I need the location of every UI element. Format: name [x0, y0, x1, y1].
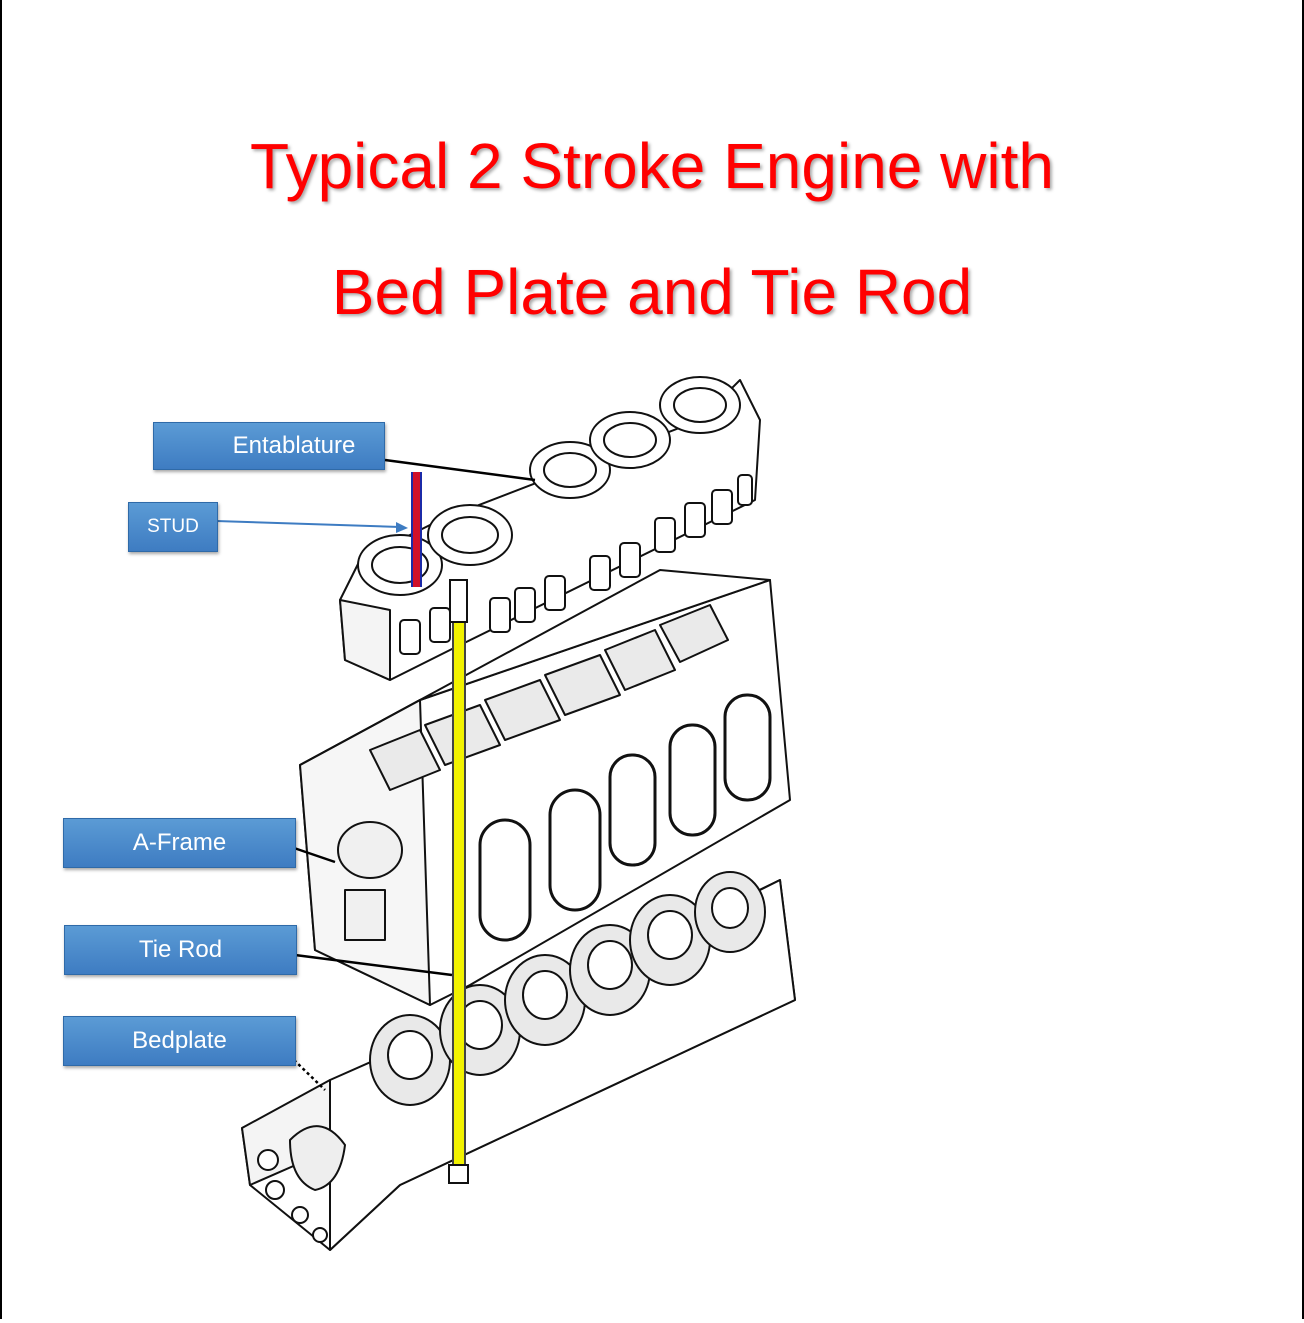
stud-drawing — [411, 472, 422, 587]
tie-rod-drawing — [448, 579, 469, 1184]
a-frame-leader — [293, 846, 336, 864]
a-frame-drawing — [299, 569, 791, 1006]
tie-rod-leader — [294, 953, 453, 977]
tie-rod-label: Tie Rod — [64, 925, 297, 975]
entablature-drawing — [339, 376, 761, 681]
stud-label: STUD — [128, 502, 218, 552]
a-frame-label: A-Frame — [63, 818, 296, 868]
entablature-leader — [384, 458, 536, 482]
bedplate-label: Bedplate — [63, 1016, 296, 1066]
bedplate-leader — [293, 1059, 326, 1091]
title-line-2: Bed Plate and Tie Rod — [331, 256, 973, 328]
entablature-label: Entablature — [153, 422, 385, 470]
bedplate-drawing — [241, 871, 796, 1251]
title-line-1: Typical 2 Stroke Engine with — [250, 130, 1054, 202]
stud-arrow — [215, 520, 408, 533]
